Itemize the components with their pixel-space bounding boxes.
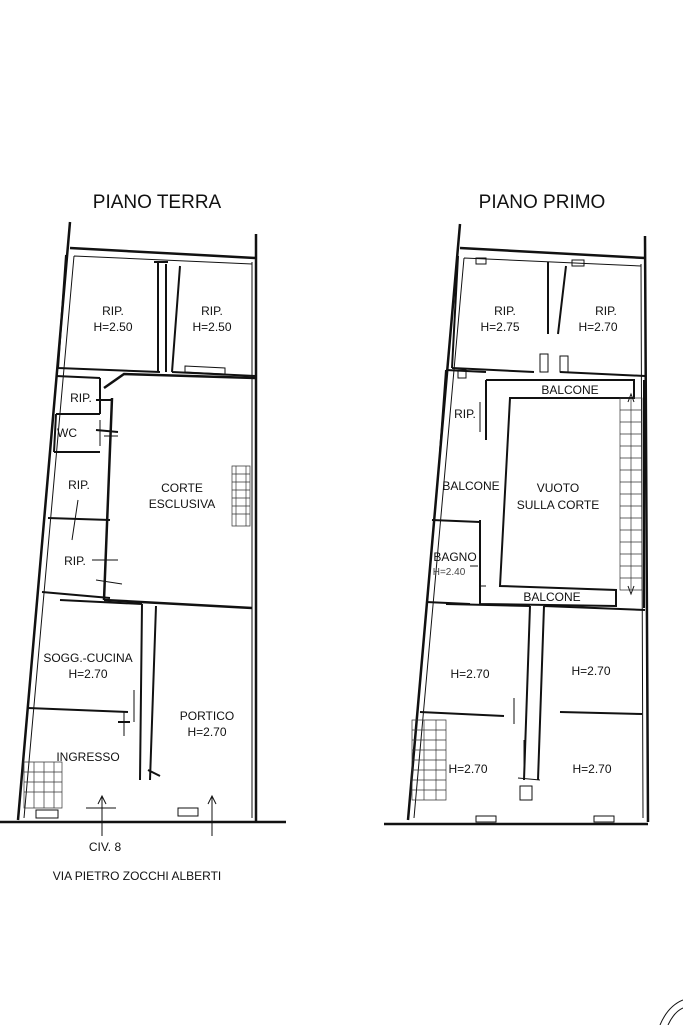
first-room-height: H=2.40 xyxy=(433,567,466,578)
first-front-openings xyxy=(475,815,615,823)
ground-room-height: H=2.70 xyxy=(68,667,107,681)
ground-room-height: H=2.50 xyxy=(93,320,132,334)
first-rear-room-walls xyxy=(451,255,646,377)
first-room-label: VUOTO xyxy=(537,481,579,495)
first-room-height: H=2.75 xyxy=(480,320,519,334)
civic-number: CIV. 8 xyxy=(89,840,122,854)
ground-rear-room-walls xyxy=(57,254,257,377)
ground-floor-title: PIANO TERRA xyxy=(93,192,222,213)
first-room-label: BAGNO xyxy=(433,550,476,564)
first-stairs xyxy=(619,397,643,591)
first-outer-inner-lines xyxy=(413,257,644,819)
ground-outer-walls xyxy=(0,221,286,824)
first-room-label: RIP. xyxy=(595,304,617,318)
first-room-label: BALCONE xyxy=(541,383,598,397)
ground-courtyard-walls xyxy=(102,372,257,610)
ground-front-room-doors xyxy=(123,690,135,736)
ground-front-openings xyxy=(35,807,199,819)
first-left-room-doors xyxy=(470,402,486,587)
ground-room-height: H=2.70 xyxy=(187,725,226,739)
ground-left-rooms-walls xyxy=(41,375,119,599)
first-left-room-walls xyxy=(425,369,487,605)
ground-room-label: RIP. xyxy=(64,554,86,568)
ground-front-room-walls xyxy=(27,599,161,781)
first-room-label: BALCONE xyxy=(523,590,580,604)
first-stairs-arrows xyxy=(627,392,635,596)
ground-room-label: RIP. xyxy=(201,304,223,318)
ground-room-label: CORTE xyxy=(161,481,203,495)
ground-room-label: PORTICO xyxy=(180,709,234,723)
ground-rear-room-detail xyxy=(184,365,226,375)
first-room-height: SULLA CORTE xyxy=(517,498,599,512)
first-room-label: BALCONE xyxy=(442,479,499,493)
first-floor-plan: PIANO PRIMO RIP. H=2.75 RIP. H=2.70 BALC… xyxy=(384,192,650,826)
first-front-room-doors xyxy=(513,698,541,801)
ground-room-height: H=2.50 xyxy=(192,320,231,334)
first-outer-walls xyxy=(384,223,650,826)
first-front-stairs xyxy=(411,719,447,801)
ground-room-label: RIP. xyxy=(68,478,90,492)
ground-room-label: RIP. xyxy=(70,391,92,405)
ground-room-height: ESCLUSIVA xyxy=(149,497,215,511)
ground-room-label: SOGG.-CUCINA xyxy=(43,651,132,665)
ground-room-label: WC xyxy=(57,426,77,440)
first-front-room-walls xyxy=(419,603,646,781)
first-room-height: H=2.70 xyxy=(571,664,610,678)
ground-outer-inner-lines xyxy=(23,255,253,819)
first-room-height: H=2.70 xyxy=(450,667,489,681)
street-name: VIA PIETRO ZOCCHI ALBERTI xyxy=(53,869,222,883)
ground-entrance-arrow xyxy=(97,794,217,836)
first-room-height: H=2.70 xyxy=(572,762,611,776)
ground-courtyard-stairs xyxy=(231,465,251,527)
first-balcony-walls xyxy=(479,379,645,608)
corner-logo-mark xyxy=(659,999,683,1025)
first-room-height: H=2.70 xyxy=(578,320,617,334)
ground-floor-plan: PIANO TERRA RIP. H=2.50 RIP. H=2.50 RIP.… xyxy=(0,192,286,883)
ground-entrance-stairs xyxy=(23,761,63,809)
first-room-label: RIP. xyxy=(494,304,516,318)
ground-room-label: INGRESSO xyxy=(56,750,119,764)
first-rear-room-details xyxy=(457,257,585,379)
first-room-height: H=2.70 xyxy=(448,762,487,776)
first-room-label: RIP. xyxy=(454,407,476,421)
ground-room-label: RIP. xyxy=(102,304,124,318)
first-floor-title: PIANO PRIMO xyxy=(479,192,606,213)
